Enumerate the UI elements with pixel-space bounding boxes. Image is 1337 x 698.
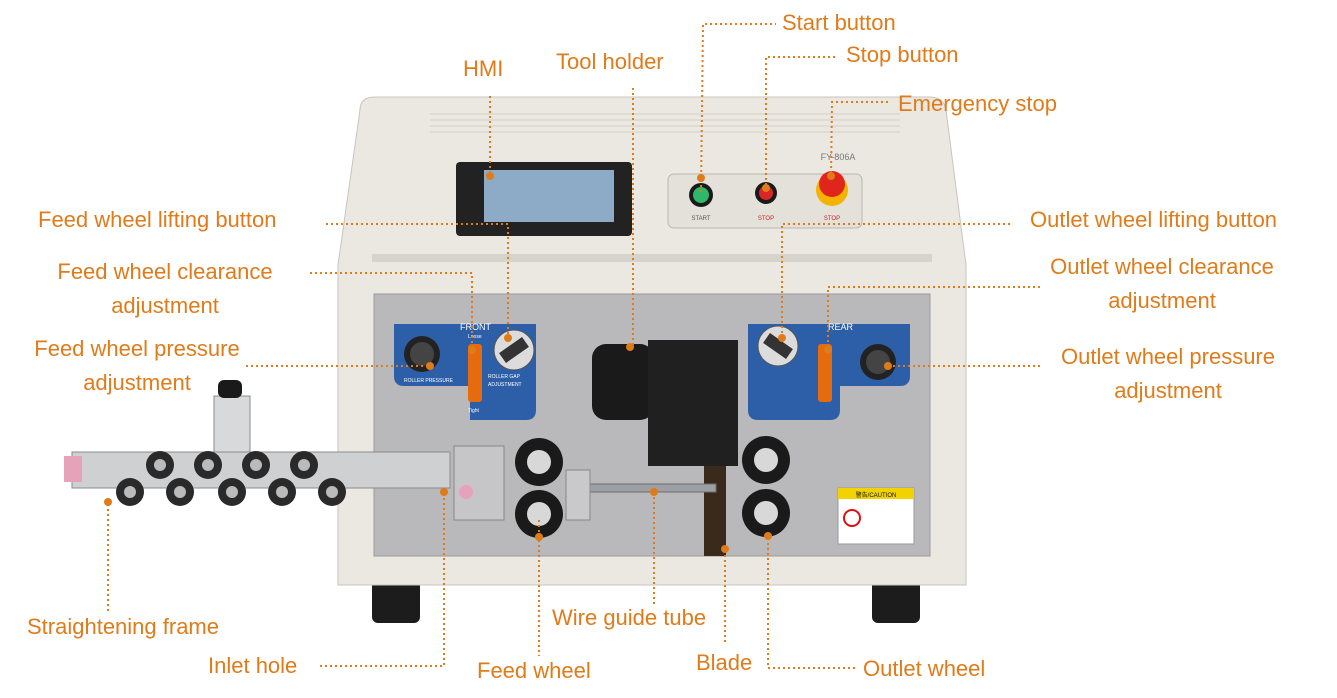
label-outlet-wheel-pressure-line2: adjustment <box>1114 378 1222 403</box>
leader-estop <box>830 101 888 179</box>
outlet-wheels <box>742 436 790 537</box>
start-button-text: START <box>691 216 710 222</box>
label-hmi: HMI <box>463 56 504 81</box>
straightening-frame <box>64 380 451 506</box>
top-vents <box>430 113 900 133</box>
label-wire-guide-tube: Wire guide tube <box>552 605 707 630</box>
label-outlet-wheel-clearance-line1: Outlet wheel clearance <box>1050 254 1274 279</box>
svg-text:警告/CAUTION: 警告/CAUTION <box>856 491 897 499</box>
inlet-hole-shape <box>459 485 473 499</box>
outlet-clearance-slider <box>818 344 832 402</box>
svg-text:ROLLER GAP: ROLLER GAP <box>488 374 521 380</box>
blade-holder <box>704 466 726 556</box>
left-foot <box>372 575 420 623</box>
label-outlet-wheel-pressure-line1: Outlet wheel pressure <box>1061 344 1275 369</box>
label-outlet-wheel-lifting-button: Outlet wheel lifting button <box>1030 207 1278 232</box>
leader-start <box>700 23 776 193</box>
tool-holder-block <box>648 340 738 466</box>
label-outlet-wheel-pressure: Outlet wheel pressure adjustment <box>1046 340 1290 408</box>
leader-inlet-hole <box>320 494 445 667</box>
rear-text: REAR <box>828 322 854 332</box>
vent-strip <box>372 254 932 262</box>
svg-text:ADJUSTMENT: ADJUSTMENT <box>488 382 522 388</box>
leader-dots <box>104 172 892 553</box>
label-feed-wheel-pressure-line2: adjustment <box>83 370 191 395</box>
model-text: FY-806A <box>821 152 856 162</box>
front-text: FRONT <box>460 322 491 332</box>
leader-outlet-clearance <box>827 286 1040 348</box>
label-outlet-wheel-clearance: Outlet wheel clearance adjustment <box>1036 250 1288 318</box>
estop-text: STOP <box>824 216 840 222</box>
leader-outlet-wheel <box>767 538 858 669</box>
hmi-screen <box>484 170 614 222</box>
feed-wheels <box>515 438 563 538</box>
svg-text:Tight: Tight <box>468 408 480 414</box>
label-outlet-wheel-clearance-line2: adjustment <box>1108 288 1216 313</box>
start-button-cap <box>693 187 709 203</box>
label-feed-wheel-clearance: Feed wheel clearance adjustment <box>40 255 290 323</box>
label-emergency-stop: Emergency stop <box>898 91 1057 116</box>
svg-text:ROLLER PRESSURE: ROLLER PRESSURE <box>404 378 454 384</box>
tool-holder-motor <box>592 344 654 420</box>
label-inlet-hole: Inlet hole <box>208 653 298 678</box>
label-feed-wheel-clearance-line2: adjustment <box>111 293 219 318</box>
label-feed-wheel-pressure-line1: Feed wheel pressure <box>34 336 240 361</box>
label-feed-wheel-clearance-line1: Feed wheel clearance <box>57 259 273 284</box>
leader-feed-lifting <box>326 223 509 336</box>
label-outlet-wheel: Outlet wheel <box>863 656 986 681</box>
label-blade: Blade <box>696 650 753 675</box>
label-stop-button: Stop button <box>846 42 959 67</box>
right-foot <box>872 575 920 623</box>
leader-lines <box>107 23 1040 669</box>
label-start-button: Start button <box>782 10 896 35</box>
label-feed-wheel: Feed wheel <box>477 658 591 683</box>
label-straightening-frame: Straightening frame <box>27 614 219 639</box>
svg-text:Loose: Loose <box>468 334 482 340</box>
label-tool-holder: Tool holder <box>556 49 664 74</box>
inlet-block <box>453 445 505 521</box>
feed-clearance-slider <box>468 344 482 402</box>
leader-outlet-lifting <box>781 223 1010 336</box>
label-feed-wheel-lifting-button: Feed wheel lifting button <box>38 207 277 232</box>
stop-button-text: STOP <box>758 216 774 222</box>
emergency-stop-cap <box>819 171 845 197</box>
label-feed-wheel-pressure: Feed wheel pressure adjustment <box>12 332 262 400</box>
leader-feed-clearance <box>310 272 473 348</box>
